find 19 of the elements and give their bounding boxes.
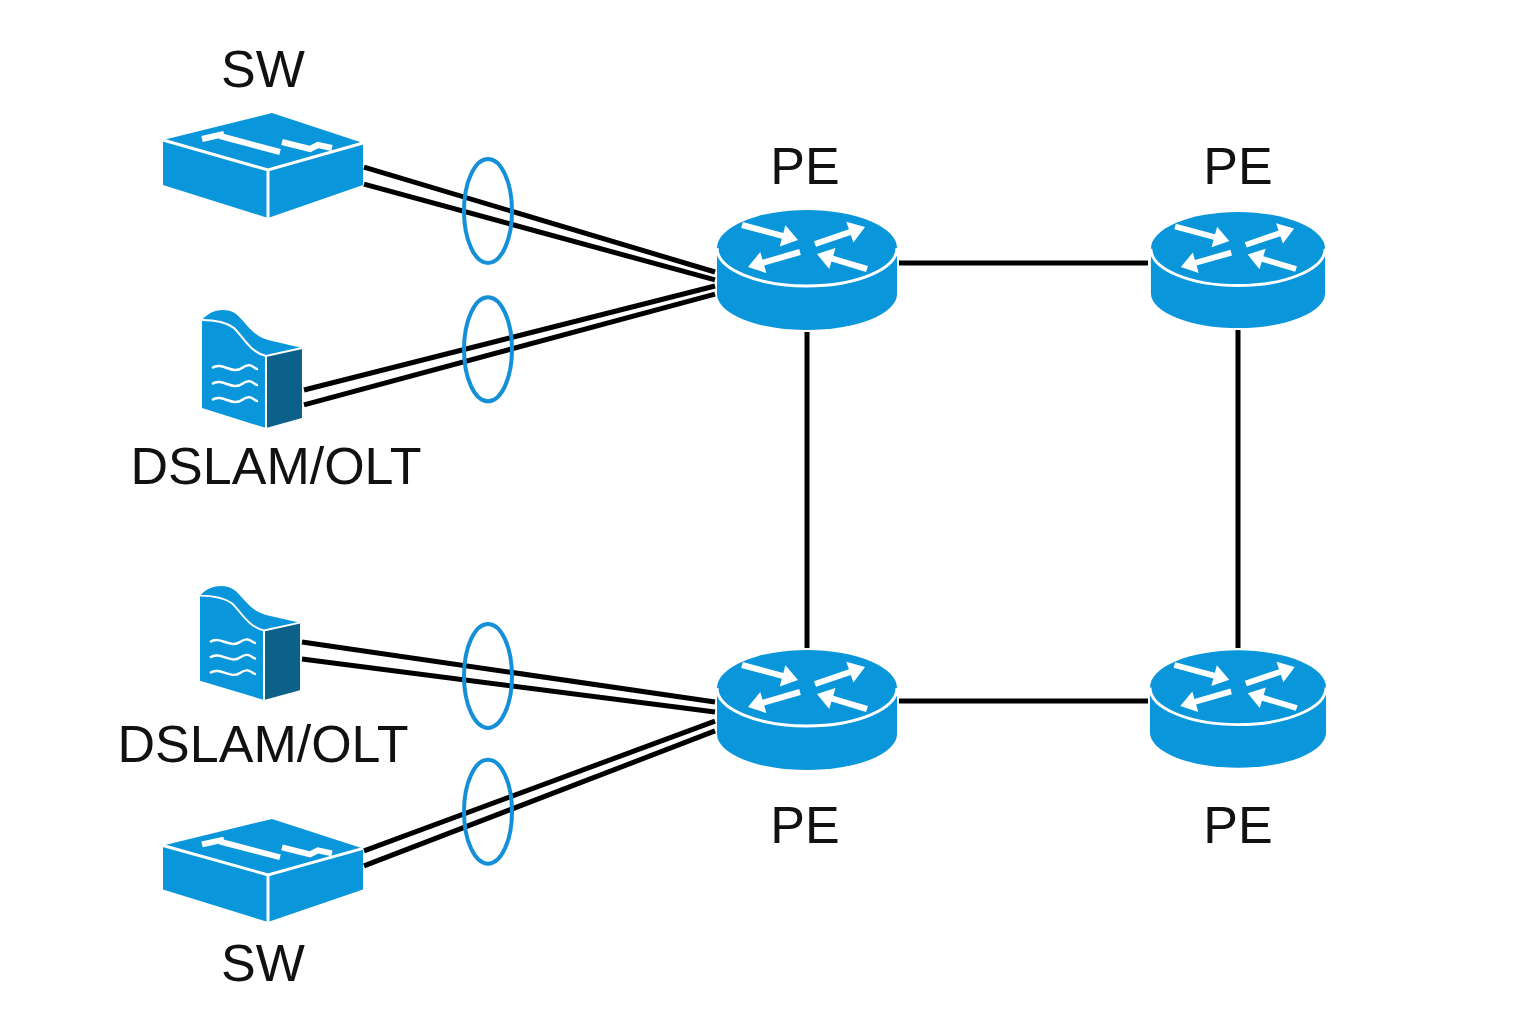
device-label: PE (770, 799, 840, 851)
device-label: DSLAM/OLT (117, 718, 409, 770)
device-label: PE (770, 140, 840, 192)
device-label: SW (221, 937, 305, 989)
link-line (363, 728, 716, 869)
device-label: PE (1203, 799, 1273, 851)
link-line (303, 291, 716, 408)
device-label: DSLAM/OLT (130, 440, 422, 492)
link-line (363, 164, 716, 275)
link-line (899, 260, 1148, 266)
link-line (363, 181, 716, 283)
link-line (301, 656, 716, 715)
link-line (804, 332, 810, 648)
link-line (899, 698, 1148, 704)
device-label: SW (221, 43, 305, 95)
link-line (301, 639, 716, 705)
link-line (303, 283, 716, 393)
device-label: PE (1203, 140, 1273, 192)
link-line (363, 718, 716, 854)
